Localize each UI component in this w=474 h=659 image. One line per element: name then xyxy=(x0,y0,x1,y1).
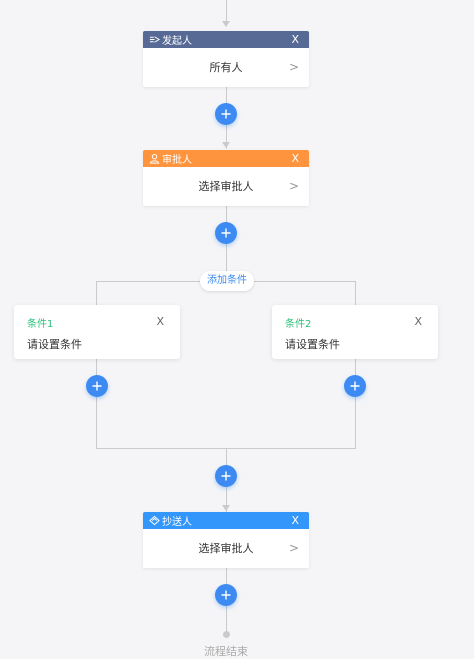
add-node-button[interactable] xyxy=(215,103,237,125)
initiator-node[interactable]: 发起人 X 所有人 > xyxy=(143,31,309,87)
flow-arrow xyxy=(222,142,230,148)
user-icon xyxy=(149,153,160,164)
chevron-right-icon: > xyxy=(288,60,299,74)
chevron-right-icon: > xyxy=(288,541,299,555)
flow-arrow xyxy=(222,505,230,511)
condition-close-button[interactable]: X xyxy=(414,315,422,328)
plus-icon xyxy=(221,109,231,119)
add-condition-button[interactable]: 添加条件 xyxy=(200,271,254,291)
approver-node-header: 审批人 X xyxy=(143,150,309,167)
plus-icon xyxy=(221,228,231,238)
add-node-button[interactable] xyxy=(215,222,237,244)
end-dot xyxy=(223,631,230,638)
approver-content: 选择审批人 xyxy=(198,179,254,193)
initiator-content: 所有人 xyxy=(209,60,243,74)
add-node-button[interactable] xyxy=(86,375,108,397)
cc-content: 选择审批人 xyxy=(198,541,254,555)
add-node-button[interactable] xyxy=(215,465,237,487)
cc-node-header: 抄送人 X xyxy=(143,512,309,529)
add-node-button[interactable] xyxy=(215,584,237,606)
approver-node[interactable]: 审批人 X 选择审批人 > xyxy=(143,150,309,206)
plus-icon xyxy=(221,590,231,600)
chevron-right-icon: > xyxy=(288,179,299,193)
condition-close-button[interactable]: X xyxy=(156,315,164,328)
cc-node-body[interactable]: 选择审批人 > xyxy=(143,529,309,566)
initiator-close-button[interactable]: X xyxy=(291,33,299,46)
condition-name: 条件2 xyxy=(285,319,312,330)
approver-title: 审批人 xyxy=(162,155,192,166)
plus-icon xyxy=(92,381,102,391)
initiator-node-body[interactable]: 所有人 > xyxy=(143,48,309,85)
branch-right-line xyxy=(355,281,356,449)
flow-arrow xyxy=(222,21,230,27)
approver-close-button[interactable]: X xyxy=(291,152,299,165)
plus-icon xyxy=(350,381,360,391)
end-label: 流程结束 xyxy=(204,645,248,658)
cc-close-button[interactable]: X xyxy=(291,514,299,527)
cc-node[interactable]: 抄送人 X 选择审批人 > xyxy=(143,512,309,568)
send-icon xyxy=(149,515,160,526)
initiator-node-header: 发起人 X xyxy=(143,31,309,48)
condition-description: 请设置条件 xyxy=(285,338,340,351)
cc-title: 抄送人 xyxy=(162,517,192,528)
condition-description: 请设置条件 xyxy=(27,338,82,351)
condition-node-1[interactable]: 条件1 X 请设置条件 xyxy=(14,305,180,359)
condition-node-2[interactable]: 条件2 X 请设置条件 xyxy=(272,305,438,359)
condition-name: 条件1 xyxy=(27,319,54,330)
approver-node-body[interactable]: 选择审批人 > xyxy=(143,167,309,204)
connector-line xyxy=(226,0,227,24)
branch-left-line xyxy=(96,281,97,449)
add-node-button[interactable] xyxy=(344,375,366,397)
plus-icon xyxy=(221,471,231,481)
initiator-title: 发起人 xyxy=(162,36,192,47)
initiator-icon xyxy=(149,34,160,45)
